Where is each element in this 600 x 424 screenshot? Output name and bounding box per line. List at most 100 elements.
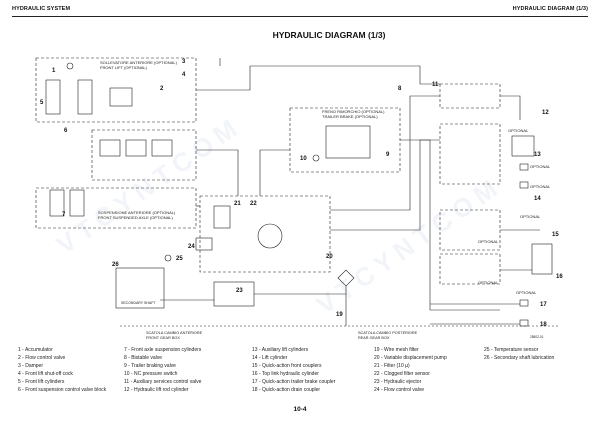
page-number: 10-4 bbox=[293, 406, 307, 413]
trailer-brake-label-en: TRAILER BRAKE (OPTIONAL) bbox=[322, 114, 378, 119]
trailer-brake-label-it: FRENO RIMORCHIO (OPTIONAL) bbox=[322, 109, 385, 114]
header-rule bbox=[12, 16, 588, 17]
legend-item: 5 - Front lift cylinders bbox=[18, 379, 65, 386]
legend-item: 7 - Front axle suspension cylinders bbox=[124, 347, 202, 353]
lift-cylinder bbox=[511, 135, 535, 157]
optional-label: OPTIONAL bbox=[530, 184, 551, 189]
callout-21: 21 bbox=[234, 201, 241, 207]
legend-item: 3 - Damper bbox=[18, 363, 44, 370]
callout-25: 25 bbox=[176, 256, 183, 262]
front-susp-label-it: SOSPENSIONE ANTERIORE (OPTIONAL) bbox=[98, 210, 176, 215]
front-lift-label-it: SOLLEVATORE ANTERIORE (OPTIONAL) bbox=[100, 60, 178, 65]
legend-item: 13 - Auxiliary lift cylinders bbox=[252, 347, 309, 353]
callout-20: 20 bbox=[326, 254, 333, 260]
callout-5: 5 bbox=[40, 100, 44, 106]
front-axle-cylinder bbox=[49, 189, 65, 217]
callout-19: 19 bbox=[336, 312, 343, 318]
legend-column-5: 25 - Temperature sensor 26 - Secondary s… bbox=[484, 346, 554, 362]
legend-item: 24 - Flow control valve bbox=[374, 387, 425, 394]
legend-item: 12 - Hydraulic lift rod cylinder bbox=[124, 387, 189, 394]
front-axle-cylinder bbox=[69, 189, 85, 217]
callout-23: 23 bbox=[236, 288, 243, 294]
legend-item: 11 - Auxiliary services control valve bbox=[124, 379, 202, 386]
front-lift-label-en: FRONT LIFT (OPTIONAL) bbox=[100, 65, 148, 70]
callout-24: 24 bbox=[188, 244, 195, 250]
callout-2: 2 bbox=[160, 86, 164, 92]
section-header: HYDRAULIC SYSTEM bbox=[12, 6, 71, 12]
auxiliary-valve-box bbox=[439, 83, 501, 109]
flow-control-valve bbox=[109, 87, 133, 107]
filter bbox=[213, 205, 231, 229]
front-susp-label-en: FRONT SUSPENDED AXLE (OPTIONAL) bbox=[98, 215, 173, 220]
callout-11: 11 bbox=[432, 82, 439, 88]
legend-item: 25 - Temperature sensor bbox=[484, 347, 539, 353]
callout-17: 17 bbox=[540, 302, 547, 308]
front-gear-box-label-it: SCATOLA CAMBIO ANTERIORE bbox=[146, 331, 203, 335]
quick-coupler bbox=[519, 163, 529, 171]
front-gear-box-label-en: FRONT GEAR BOX bbox=[146, 336, 180, 340]
legend-item: 9 - Trailer braking valve bbox=[124, 363, 176, 370]
legend-column-4: 19 - Wire mesh filter 20 - Variable disp… bbox=[374, 346, 447, 395]
legend-item: 17 - Quick-action trailer brake coupler bbox=[252, 379, 336, 386]
callout-16: 16 bbox=[556, 274, 563, 280]
front-lift-cylinder bbox=[45, 79, 61, 115]
flow-control-valve-24 bbox=[195, 237, 213, 251]
optional-label: OPTIONAL bbox=[516, 290, 537, 295]
valve-block bbox=[99, 139, 121, 157]
legend-column-2: 7 - Front axle suspension cylinders 8 - … bbox=[124, 346, 201, 395]
callout-10: 10 bbox=[300, 156, 307, 162]
callout-9: 9 bbox=[386, 152, 390, 158]
legend-item: 6 - Front suspension control valve block bbox=[18, 387, 107, 394]
drain-coupler bbox=[519, 319, 529, 327]
hydraulic-ejector bbox=[213, 281, 255, 307]
legend-item: 16 - Top link hydraulic cylinder bbox=[252, 371, 319, 378]
optional-label: OPTIONAL bbox=[530, 164, 551, 169]
legend-item: 21 - Filter (10 µ) bbox=[374, 363, 410, 370]
pump-group bbox=[199, 195, 331, 273]
callout-14: 14 bbox=[534, 196, 541, 202]
optional-label: OPTIONAL bbox=[478, 239, 499, 244]
legend-item: 2 - Flow control valve bbox=[18, 355, 66, 362]
optional-label: OPTIONAL bbox=[478, 280, 499, 285]
optional-label: OPTIONAL bbox=[520, 214, 541, 219]
legend-item: 20 - Variable displacement pump bbox=[374, 355, 447, 362]
callout-12: 12 bbox=[542, 110, 549, 116]
legend-item: 26 - Secondary shaft lubrication bbox=[484, 355, 555, 362]
callout-3: 3 bbox=[182, 59, 186, 65]
legend-item: 1 - Accumulator bbox=[18, 347, 53, 353]
wire-mesh-filter bbox=[337, 269, 355, 287]
auxiliary-valve-box bbox=[439, 123, 501, 185]
callout-22: 22 bbox=[250, 201, 257, 207]
legend-item: 18 - Quick-action drain coupler bbox=[252, 387, 321, 394]
legend-item: 19 - Wire mesh filter bbox=[374, 347, 419, 353]
valve-block bbox=[125, 139, 147, 157]
temperature-sensor bbox=[164, 254, 172, 262]
trailer-brake-coupler bbox=[519, 299, 529, 307]
legend-item: 22 - Clogged filter sensor bbox=[374, 371, 430, 378]
callout-6: 6 bbox=[64, 128, 68, 134]
front-suspension-box bbox=[35, 187, 197, 229]
page-header-title: HYDRAULIC DIAGRAM (1/3) bbox=[512, 6, 588, 12]
optional-label: OPTIONAL bbox=[508, 128, 529, 133]
drawing-code: 25802-01 bbox=[530, 335, 544, 339]
callout-26: 26 bbox=[112, 262, 119, 268]
page-title: HYDRAULIC DIAGRAM (1/3) bbox=[272, 30, 386, 40]
legend-item: 10 - NC pressure switch bbox=[124, 371, 178, 378]
valve-block bbox=[151, 139, 173, 157]
rear-gear-box-label-en: REAR GEAR BOX bbox=[358, 336, 390, 340]
quick-coupler bbox=[519, 181, 529, 189]
accumulator bbox=[66, 62, 74, 70]
callout-7: 7 bbox=[62, 212, 66, 218]
trailer-braking-valve bbox=[325, 125, 371, 159]
callout-8: 8 bbox=[398, 86, 402, 92]
front-lift-cylinder bbox=[77, 79, 93, 115]
callout-4: 4 bbox=[182, 72, 186, 78]
top-link-cylinder bbox=[531, 243, 553, 275]
front-suspension-valve-box bbox=[91, 129, 197, 181]
callout-18: 18 bbox=[540, 322, 547, 328]
callout-1: 1 bbox=[52, 68, 56, 74]
legend-column-1: 1 - Accumulator 2 - Flow control valve 3… bbox=[18, 346, 106, 395]
auxiliary-valve-box bbox=[439, 253, 501, 285]
secondary-shaft-lubrication bbox=[115, 267, 165, 309]
